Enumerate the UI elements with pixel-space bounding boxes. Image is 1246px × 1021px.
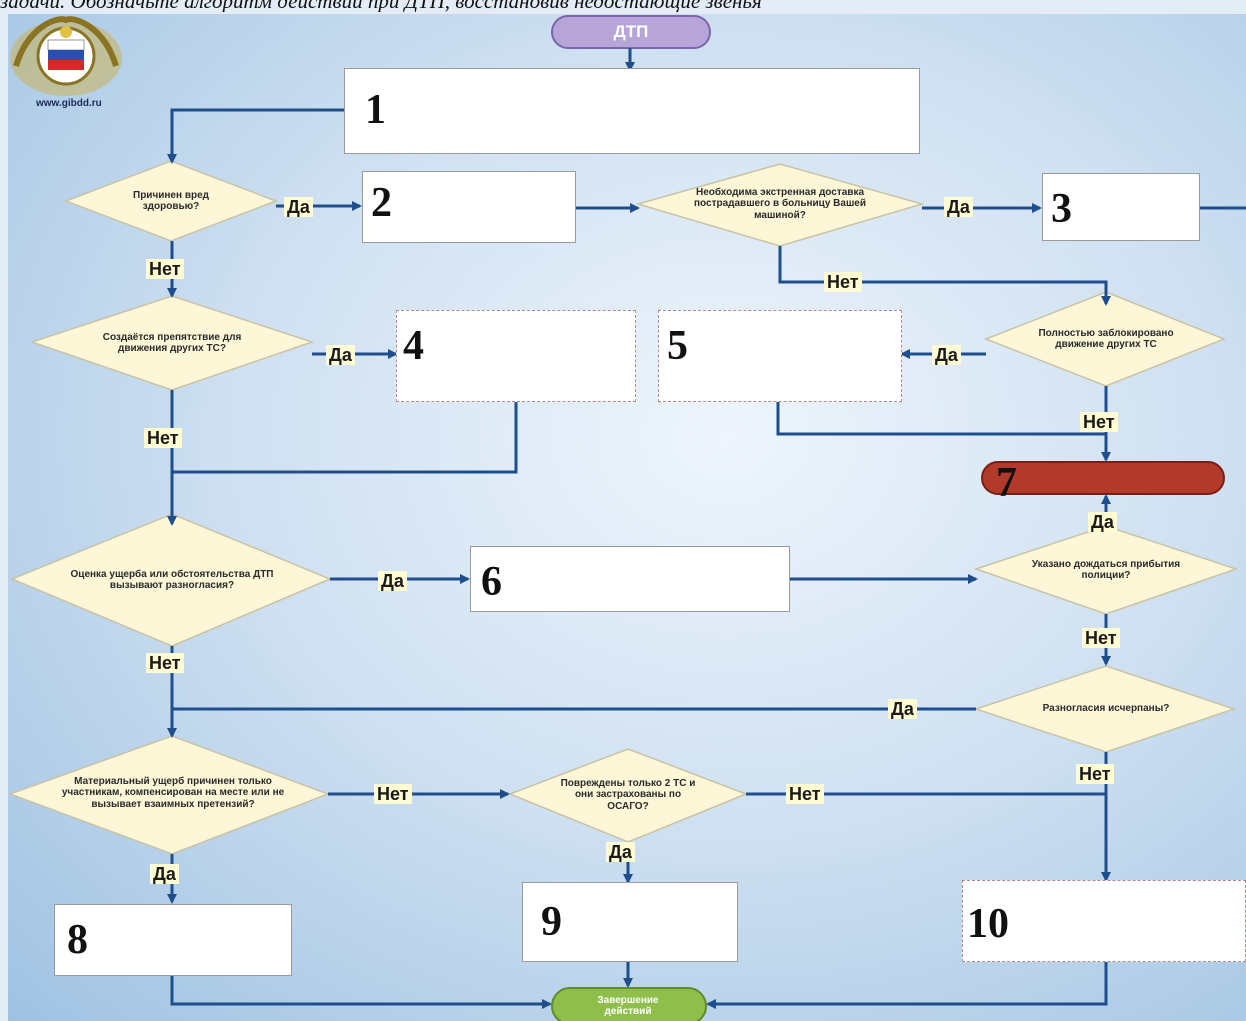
label-yes-blocked: Да (932, 345, 961, 365)
decision-blocked (983, 291, 1227, 387)
flowchart-canvas (8, 15, 1246, 1021)
box-9[interactable]: 9 (522, 882, 738, 962)
box-6-number: 6 (481, 559, 502, 605)
decision-resolved (973, 665, 1237, 753)
label-yes-osago: Да (606, 842, 635, 862)
emblem-icon (10, 16, 122, 96)
decision-hospital-text: Необходима экстренная доставка пострадав… (694, 186, 866, 221)
end-label: Завершение действий (597, 994, 659, 1018)
flowchart: www.gibdd.ru ДТП Завершение действий 1 2… (8, 14, 1246, 1021)
label-no-resolved: Нет (1076, 764, 1114, 784)
label-yes-resolved: Да (888, 699, 917, 719)
box-8-number: 8 (67, 917, 88, 963)
logo-url: www.gibdd.ru (36, 98, 102, 109)
box-10[interactable]: 10 (962, 880, 1246, 962)
box-7-terminal (981, 461, 1225, 495)
label-yes-health: Да (284, 197, 313, 217)
decision-police-text: Указано дождаться прибытия полиции? (1031, 558, 1181, 582)
start-label: ДТП (613, 22, 649, 42)
box-9-number: 9 (541, 899, 562, 945)
box-10-number: 10 (967, 901, 1009, 947)
decision-hospital (635, 163, 925, 247)
box-7-number[interactable]: 7 (996, 460, 1017, 506)
decision-material-text: Материальный ущерб причинен только участ… (61, 775, 285, 810)
box-4[interactable]: 4 (396, 310, 636, 402)
gibdd-logo: www.gibdd.ru (8, 14, 178, 114)
label-no-police: Нет (1082, 628, 1120, 648)
box-3-number: 3 (1051, 186, 1072, 232)
label-yes-police: Да (1088, 512, 1117, 532)
box-3[interactable]: 3 (1042, 173, 1200, 241)
label-no-hospital: Нет (824, 272, 862, 292)
header-text: задачи. Обозначьте алгоритм действий при… (0, 0, 762, 12)
label-yes-material: Да (150, 864, 179, 884)
decision-obstacle-text: Создаётся препятствие для движения други… (102, 331, 242, 355)
label-no-material: Нет (374, 784, 412, 804)
decision-obstacle (29, 295, 315, 391)
decision-resolved-text: Разногласия исчерпаны? (1042, 703, 1170, 715)
label-no-obstacle: Нет (144, 428, 182, 448)
box-1-number: 1 (365, 87, 386, 133)
decision-osago-text: Повреждены только 2 ТС и они застрахован… (560, 777, 696, 812)
decision-health (63, 160, 279, 242)
decision-blocked-text: Полностью заблокировано движение других … (1038, 327, 1174, 351)
label-no-blocked: Нет (1080, 412, 1118, 432)
box-4-number: 4 (403, 323, 424, 369)
label-yes-obstacle: Да (326, 345, 355, 365)
decision-damage-text: Оценка ущерба или обстоятельства ДТП выз… (70, 568, 274, 592)
label-no-osago: Нет (786, 784, 824, 804)
box-6[interactable]: 6 (470, 546, 790, 612)
decision-police (973, 525, 1239, 615)
label-yes-damage: Да (378, 571, 407, 591)
label-yes-hospital: Да (944, 197, 973, 217)
label-no-health: Нет (146, 259, 184, 279)
label-no-damage: Нет (146, 653, 184, 673)
box-8[interactable]: 8 (54, 904, 292, 976)
box-5-number: 5 (667, 323, 688, 369)
box-2[interactable]: 2 (362, 171, 576, 243)
box-2-number: 2 (371, 180, 392, 226)
box-1[interactable]: 1 (344, 68, 920, 154)
box-5[interactable]: 5 (658, 310, 902, 402)
decision-health-text: Причинен вред здоровью? (133, 189, 209, 213)
